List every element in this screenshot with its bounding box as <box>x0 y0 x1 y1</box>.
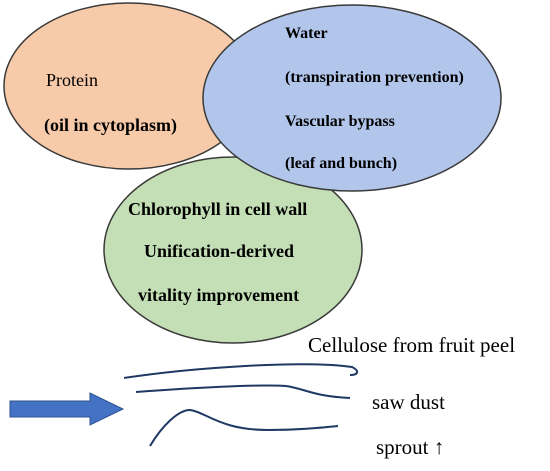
sprout-label: sprout ↑ <box>376 435 444 459</box>
sprout-curve <box>149 408 339 447</box>
water-label: Water <box>285 25 328 42</box>
protein-sublabel: (oil in cytoplasm) <box>44 115 177 136</box>
cellulose-curve <box>123 363 358 379</box>
sawdust-curve <box>135 384 351 399</box>
cellulose-label: Cellulose from fruit peel <box>308 333 515 357</box>
chlorophyll-circle <box>103 156 363 344</box>
input-arrow <box>9 392 125 426</box>
water-circle <box>202 4 502 192</box>
chlorophyll-label: Chlorophyll in cell wall <box>128 199 307 219</box>
sawdust-label: saw dust <box>372 390 445 414</box>
transpiration-label: (transpiration prevention) <box>285 69 464 86</box>
unification-label: Unification-derived <box>144 241 294 261</box>
vitality-label: vitality improvement <box>138 285 299 305</box>
leaf-bunch-label: (leaf and bunch) <box>285 155 397 172</box>
vascular-bypass-label: Vascular bypass <box>285 113 395 130</box>
protein-label: Protein <box>46 70 98 90</box>
